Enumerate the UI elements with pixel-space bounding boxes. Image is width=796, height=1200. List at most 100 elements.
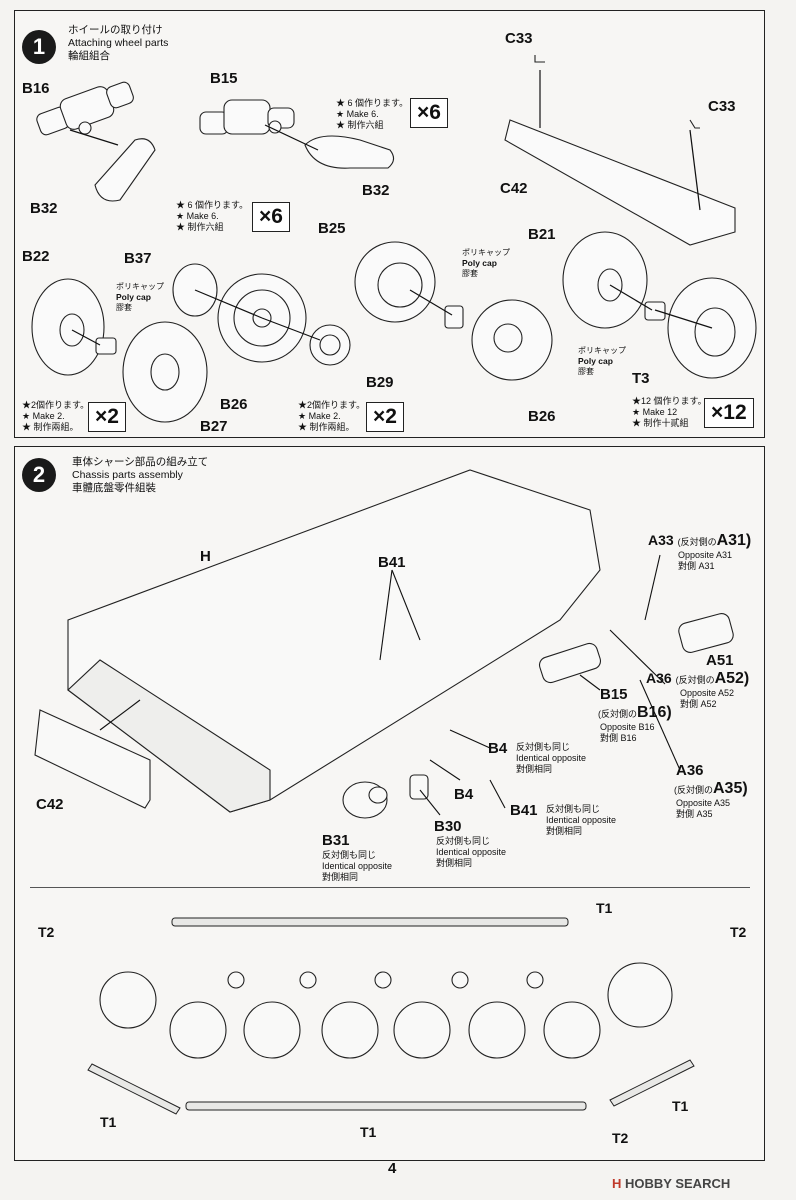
label-t1-lower-left: T1: [100, 1114, 117, 1130]
label-b27: B27: [200, 418, 228, 435]
label-c42: C42: [500, 180, 528, 197]
watermark-logo: H: [612, 1176, 622, 1191]
note-line: ★2個作ります。: [22, 400, 90, 410]
multiplier-x2-b: ×2: [366, 402, 404, 432]
label-b21: B21: [528, 226, 556, 243]
part-b32-left: [94, 138, 156, 202]
return-roller-3: [374, 971, 392, 989]
track-bottom: [185, 1101, 587, 1111]
label-b16-pre: (反対側の: [598, 709, 637, 719]
label-c33-b: C33: [708, 98, 736, 115]
label-a51: A51: [706, 652, 734, 669]
part-b32-right: [304, 135, 395, 169]
note-line: Identical opposite: [436, 847, 507, 857]
track-lower-right: [609, 1059, 695, 1107]
step2-title-cn: 車體底盤零件組裝: [72, 482, 156, 494]
part-c33a: [534, 55, 545, 63]
note-line: 對側 B16: [600, 733, 637, 743]
note-line: Opposite A31: [678, 550, 733, 560]
part-drive-sprocket: [607, 962, 673, 1028]
label-a52: A52): [714, 670, 750, 687]
step2-leader-lines: [99, 554, 681, 816]
note-line: ★ Make 6.: [336, 109, 379, 119]
label-b32-right: B32: [362, 182, 390, 199]
label-b41-top: B41: [378, 554, 406, 571]
label-b32-left: B32: [30, 200, 58, 217]
label-b29: B29: [366, 374, 394, 391]
step1-title-en: Attaching wheel parts: [68, 37, 169, 49]
part-b25-polycap: [444, 305, 464, 329]
part-b15-housing: [538, 642, 602, 684]
polycap-line: Poly cap: [462, 258, 497, 268]
label-t2-left: T2: [38, 924, 55, 940]
note-line: ★ 制作六組: [336, 120, 384, 130]
note-line: Opposite B16: [600, 722, 655, 732]
step2-divider: [30, 887, 750, 888]
part-b22-polycap: [95, 337, 117, 355]
polycap-line: ポリキャップ: [462, 248, 510, 257]
step2-title: 車体シャーシ部品の組み立て Chassis parts assembly 車體底…: [72, 456, 208, 495]
roadwheel-1: [169, 1001, 227, 1059]
note-line: ★ Make 2.: [298, 411, 341, 421]
step1-title: ホイールの取り付け Attaching wheel parts 輪組組合: [68, 24, 168, 63]
label-a33: A33 (反対側のA31): [648, 532, 751, 550]
note-line: 對側相同: [322, 872, 359, 882]
note-line: ★12 個作ります。: [632, 396, 707, 406]
watermark-text: HOBBY SEARCH: [625, 1176, 731, 1191]
note-line: ★ Make 2.: [22, 411, 65, 421]
label-a36-a: A36 (反対側のA52): [646, 670, 749, 688]
label-h: H: [200, 548, 211, 565]
part-c42-plate: [34, 709, 151, 809]
label-t1-top: T1: [596, 900, 613, 916]
part-c33b: [689, 119, 700, 129]
watermark: H HOBBY SEARCH: [612, 1176, 730, 1191]
part-b30-roller: [409, 774, 429, 800]
note-line: Identical opposite: [546, 815, 617, 825]
note-make2-b: ★2個作ります。 ★ Make 2. ★ 制作兩組。: [298, 400, 365, 433]
label-b41-lower: B41: [510, 802, 538, 819]
part-b16-housing: [36, 81, 134, 136]
label-b16: (反対側のB16): [598, 704, 672, 722]
polycap-line: Poly cap: [578, 356, 613, 366]
label-b31: B31: [322, 832, 350, 849]
multiplier-x6-a: ×6: [410, 98, 448, 128]
polycap-line: ポリキャップ: [116, 282, 164, 291]
note-line: ★ Make 6.: [176, 211, 219, 221]
label-t1-bottom: T1: [360, 1124, 377, 1140]
step1-title-jp: ホイールの取り付け: [68, 24, 163, 36]
label-b16: B16: [22, 80, 50, 97]
label-b30: B30: [434, 818, 462, 835]
return-roller-4: [451, 971, 469, 989]
note-line: ★ 制作十貳組: [632, 418, 689, 428]
note-line: 對側相同: [546, 826, 583, 836]
return-roller-1: [227, 971, 245, 989]
label-a35: (反対側のA35): [674, 780, 748, 798]
return-roller-5: [526, 971, 544, 989]
polycap-note-right: ポリキャップ Poly cap 膠套: [578, 346, 626, 377]
label-c33-a: C33: [505, 30, 533, 47]
label-t2-right: T2: [730, 924, 747, 940]
part-sprocket-idler: [99, 971, 157, 1029]
track-lower-left: [87, 1063, 181, 1115]
label-t1-lower-right: T1: [672, 1098, 689, 1114]
label-b37: B37: [124, 250, 152, 267]
label-t3: T3: [632, 370, 650, 387]
note-line: ★ 制作兩組。: [298, 422, 355, 432]
note-line: ★ 6 個作ります。: [176, 200, 249, 210]
label-b22: B22: [22, 248, 50, 265]
note-line: 反対側も同じ: [546, 804, 601, 814]
label-b16-text: B16): [637, 704, 672, 721]
polycap-line: 膠套: [116, 303, 132, 312]
note-make6-b: ★ 6 個作ります。 ★ Make 6. ★ 制作六組: [176, 200, 248, 233]
polycap-line: 膠套: [462, 269, 478, 278]
polycap-line: 膠套: [578, 367, 594, 376]
roadwheel-5: [468, 1001, 526, 1059]
polycap-line: ポリキャップ: [578, 346, 626, 355]
note-line: ★2個作ります。: [298, 400, 366, 410]
label-b15: B15: [210, 70, 238, 87]
polycap-note-middle: ポリキャップ Poly cap 膠套: [462, 248, 510, 279]
note-line: Identical opposite: [516, 753, 587, 763]
note-line: Opposite A52: [680, 688, 735, 698]
